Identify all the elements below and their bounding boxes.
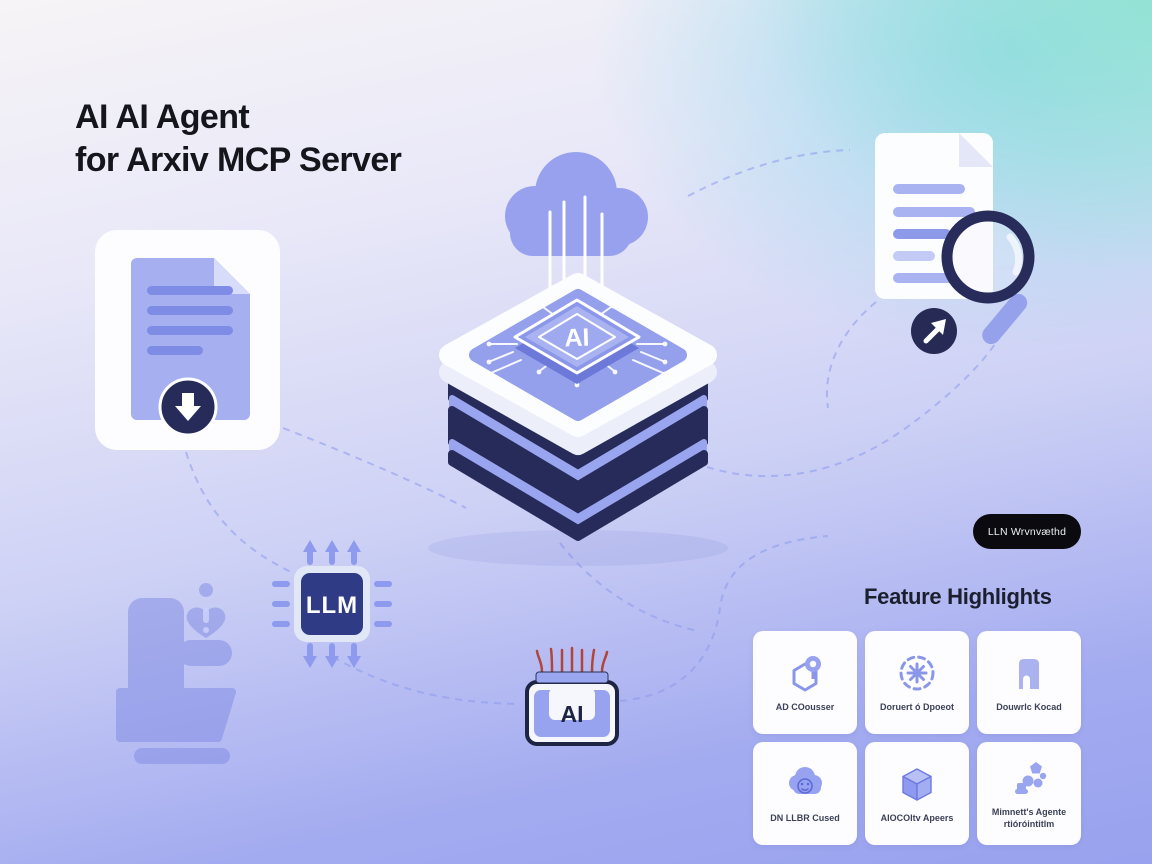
feature-card-3[interactable]: Douwrlc Kocad xyxy=(977,631,1081,734)
download-arrow-icon xyxy=(158,377,218,437)
feature-card-4[interactable]: DN LLBR Cused xyxy=(753,742,857,845)
hexagon-magnifier-icon xyxy=(792,656,821,692)
cube-icon xyxy=(902,768,932,801)
folder-arch-icon xyxy=(1019,659,1039,690)
llm-pill-label: LLN Wrvnvæthd xyxy=(987,525,1067,538)
feature-card-label: Douwrlc Kocad xyxy=(996,702,1062,713)
feature-card-label: AD COousser xyxy=(775,702,835,713)
ai-chip-icon: AI xyxy=(486,298,668,388)
page-title-line2: for Arxiv MCP Server xyxy=(75,140,402,179)
feature-card-label: Doruert ó Dpoeot xyxy=(880,702,954,713)
feature-card-2[interactable]: Doruert ó Dpoeot xyxy=(865,631,969,734)
feature-card-1[interactable]: AD COousser xyxy=(753,631,857,734)
dashed-circle-asterisk-icon xyxy=(899,655,935,691)
features-heading: Feature Highlights xyxy=(864,584,1052,609)
feature-card-5[interactable]: AIOCOltv Apeers xyxy=(865,742,969,845)
llm-pill-button[interactable]: LLN Wrvnvæthd xyxy=(973,514,1081,549)
ai-badge-icon: AI xyxy=(525,646,619,746)
cloud-icon xyxy=(505,152,648,256)
feature-card-6[interactable]: Mimnett's Agente rtióróintitlm xyxy=(977,742,1081,845)
page-title-line1: AI AI Agent xyxy=(75,98,250,136)
llm-chip-label: LLM xyxy=(306,592,358,619)
feature-card-label: DN LLBR Cused xyxy=(770,813,840,824)
search-document xyxy=(875,133,993,299)
download-document-card xyxy=(95,230,280,450)
feature-card-label: Mimnett's Agente rtióróintitlm xyxy=(991,807,1067,829)
ai-chip-label: AI xyxy=(564,324,590,353)
shape-cluster-icon xyxy=(1015,762,1047,795)
external-link-icon xyxy=(911,308,957,354)
feature-cards-grid: AD COousser Doruert ó Dpoeot Douwrlc Koc… xyxy=(753,631,1081,845)
magnifier-icon xyxy=(941,210,1035,345)
cloud-face-icon xyxy=(789,767,822,795)
folded-corner-icon xyxy=(214,258,250,294)
ai-badge-label: AI xyxy=(561,701,584,727)
printer-watermark-exclamation xyxy=(203,608,209,633)
dashed-connector-lines xyxy=(185,149,998,705)
printer-watermark xyxy=(116,583,236,764)
folded-corner-icon xyxy=(959,133,993,167)
feature-card-label: AIOCOltv Apeers xyxy=(880,813,954,824)
llm-chip-icon: LLM xyxy=(272,540,392,668)
page-title: AI AI Agent for Arxiv MCP Server xyxy=(75,96,402,182)
